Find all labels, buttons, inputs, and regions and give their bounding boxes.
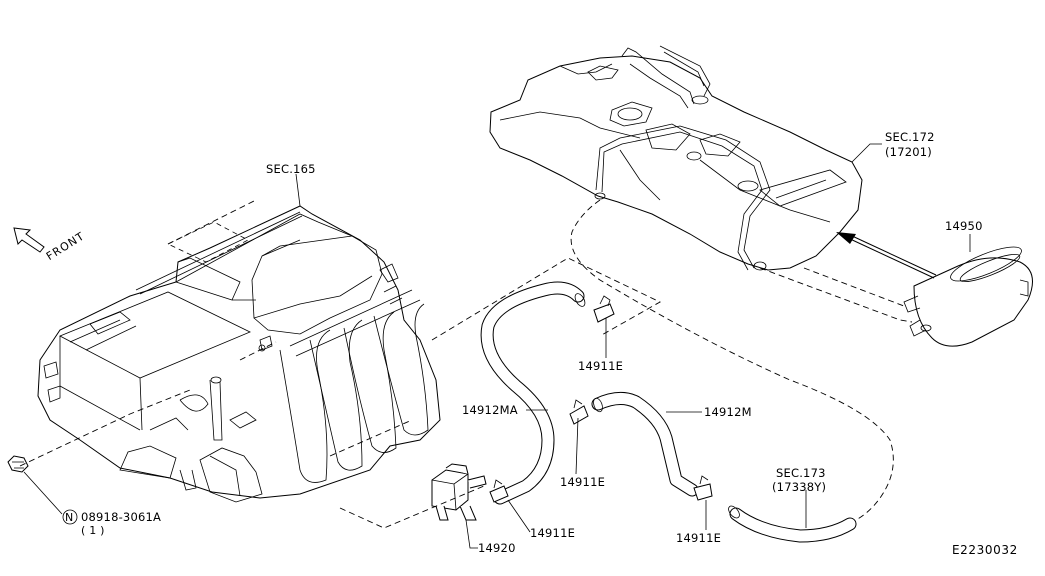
label-14920: 14920 (478, 541, 516, 555)
diagram-code: E2230032 (952, 543, 1018, 557)
label-14911e-right: 14911E (676, 531, 722, 545)
label-bolt-qty: ( 1 ) (81, 524, 105, 537)
evap-canister-drawing (903, 246, 1033, 347)
purge-valve-drawing (431, 463, 487, 521)
label-14911e-low: 14911E (530, 526, 576, 540)
bolt-drawing (7, 455, 29, 473)
label-14912m: 14912M (704, 405, 752, 419)
label-sec173-ref: (17338Y) (772, 480, 827, 494)
label-14912ma: 14912MA (462, 403, 518, 417)
label-sec172: SEC.172 (885, 130, 935, 144)
label-14911e-top: 14911E (578, 359, 624, 373)
hose-sec173 (728, 505, 857, 543)
hose-14912ma (480, 281, 586, 505)
routing-dashed-lines (19, 199, 913, 529)
label-sec173: SEC.173 (776, 466, 826, 480)
clamp-14911e-icon (693, 475, 713, 501)
fuel-tank-drawing (489, 45, 863, 271)
label-sec165: SEC.165 (266, 162, 316, 176)
assembly-arrow (836, 232, 937, 279)
label-14911e-mid: 14911E (560, 475, 606, 489)
label-sec172-ref: (17201) (885, 145, 932, 159)
clamp-14911e-icon (593, 295, 615, 323)
front-arrow-icon (13, 227, 45, 253)
clamp-14911e-icon (569, 399, 589, 425)
hose-14912m (591, 392, 699, 497)
engine-drawing (37, 205, 441, 503)
label-14950: 14950 (945, 219, 983, 233)
label-n-symbol: N (65, 511, 74, 524)
leader-lines (23, 143, 971, 549)
clamp-14911e-icon (489, 479, 509, 503)
n-symbol-icon (62, 509, 78, 525)
label-bolt-part: 08918-3061A (81, 510, 162, 524)
